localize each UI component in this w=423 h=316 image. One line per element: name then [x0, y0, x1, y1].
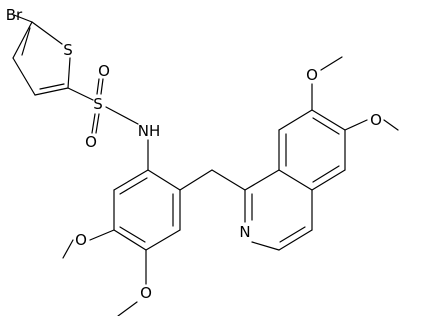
amine-nh-label: NH [138, 122, 161, 140]
bond [278, 229, 313, 251]
bond [96, 78, 100, 95]
bond [62, 239, 74, 259]
bond [13, 14, 33, 23]
thiophene-sulfur-label: S [63, 41, 73, 59]
bond [145, 229, 181, 251]
bond [179, 169, 213, 191]
atom-labels: Br S S O O NH N O O O O [6, 6, 382, 302]
bond [119, 226, 146, 243]
bond [320, 56, 343, 71]
bond [117, 301, 138, 316]
bond [311, 109, 346, 131]
bond [100, 78, 104, 95]
methoxy-oxygen-left-top-label: O [75, 231, 87, 249]
bond [91, 113, 96, 134]
bond [312, 117, 340, 135]
bond [34, 87, 69, 96]
bond [383, 119, 399, 131]
bond [311, 169, 346, 191]
bond [12, 21, 33, 59]
bond [278, 109, 313, 131]
bond [113, 169, 149, 191]
bond [12, 57, 36, 96]
bond [147, 169, 181, 191]
sulfonyl-oxygen-top-label: O [98, 62, 110, 80]
bond [251, 241, 280, 251]
bond [89, 229, 115, 241]
bond [31, 21, 63, 45]
bond [67, 57, 71, 89]
bond [39, 83, 65, 90]
methoxy-oxygen-right-bottom-label: O [370, 111, 382, 129]
bond [67, 87, 94, 101]
bond [95, 113, 100, 134]
methoxy-oxygen-right-top-label: O [306, 66, 318, 84]
sulfonyl-oxygen-bottom-label: O [85, 133, 97, 151]
bond [113, 229, 147, 251]
bond [312, 165, 340, 183]
bond [119, 177, 148, 195]
isoquinoline-nitrogen-label: N [239, 223, 250, 241]
bond-lines [12, 14, 399, 316]
bond [244, 169, 280, 191]
bond [211, 169, 246, 191]
sulfonyl-sulfur-label: S [93, 95, 103, 113]
methoxy-oxygen-left-bottom-label: O [140, 284, 152, 302]
bond [21, 27, 31, 56]
bond [344, 119, 368, 131]
bond [105, 106, 139, 125]
bromine-atom-label: Br [6, 6, 23, 24]
bond [278, 169, 313, 191]
bond [279, 226, 306, 243]
